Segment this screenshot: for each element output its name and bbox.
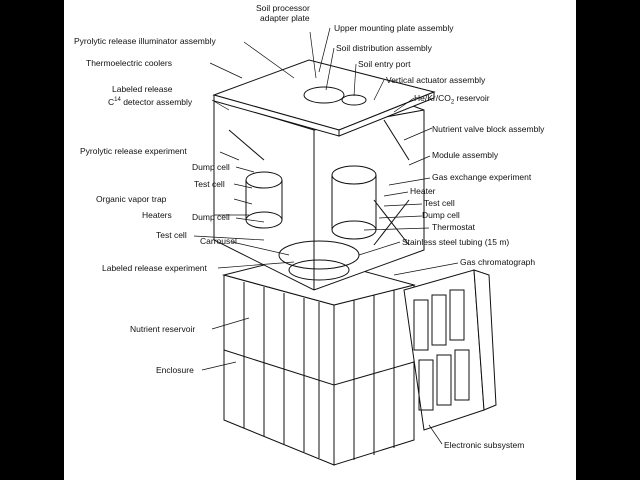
label-thermoelectric-coolers: Thermoelectric coolers xyxy=(86,58,172,68)
upper-mounting-plate xyxy=(212,59,436,137)
label-he-kr-co2: He/Kr/CO2 reservoir xyxy=(414,93,490,106)
label-heaters: Heaters xyxy=(142,210,172,220)
label-soil-distribution: Soil distribution assembly xyxy=(336,43,432,53)
label-nutrient-reservoir: Nutrient reservoir xyxy=(130,324,196,334)
electronic-subsystem-box xyxy=(403,269,497,431)
label-gas-exchange: Gas exchange experiment xyxy=(432,172,532,182)
label-organic-vapor-trap: Organic vapor trap xyxy=(96,194,167,204)
label-vertical-actuator: Vertical actuator assembly xyxy=(386,75,486,85)
label-dump-cell-right: Dump cell xyxy=(422,210,460,220)
label-dump-cell-mid: Dump cell xyxy=(192,212,230,222)
module-assembly-body xyxy=(213,69,425,291)
label-soil-processor: Soil processor xyxy=(256,3,310,13)
label-test-cell-bottom: Test cell xyxy=(156,230,187,240)
label-nutrient-valve-block: Nutrient valve block assembly xyxy=(432,124,545,134)
label-upper-mounting-plate: Upper mounting plate assembly xyxy=(334,23,454,33)
label-labeled-release-experiment: Labeled release experiment xyxy=(102,263,207,273)
label-gas-chromatograph: Gas chromatograph xyxy=(460,257,536,267)
label-stainless-tubing: Stainless steel tubing (15 m) xyxy=(402,237,510,247)
label-c14-detector: C14 detector assembly xyxy=(108,96,193,107)
label-dump-cell-left: Dump cell xyxy=(192,162,230,172)
diagram-canvas: Soil processor adapter plate Upper mount… xyxy=(64,0,576,480)
label-soil-entry-port: Soil entry port xyxy=(358,59,411,69)
label-electronic-subsystem: Electronic subsystem xyxy=(444,440,525,450)
instrument-illustration xyxy=(193,27,497,466)
label-adapter-plate: adapter plate xyxy=(260,13,310,23)
label-pyrolytic-experiment: Pyrolytic release experiment xyxy=(80,146,187,156)
label-heater: Heater xyxy=(410,186,436,196)
label-module-assembly: Module assembly xyxy=(432,150,499,160)
label-labeled-release: Labeled release xyxy=(112,84,173,94)
label-pyrolytic-illuminator: Pyrolytic release illuminator assembly xyxy=(74,36,216,46)
label-thermostat: Thermostat xyxy=(432,222,475,232)
label-test-cell-right: Test cell xyxy=(424,198,455,208)
label-enclosure: Enclosure xyxy=(156,365,194,375)
label-carrousel: Carrousel xyxy=(200,236,237,246)
label-test-cell-left: Test cell xyxy=(194,179,225,189)
leader-lines xyxy=(193,27,459,445)
